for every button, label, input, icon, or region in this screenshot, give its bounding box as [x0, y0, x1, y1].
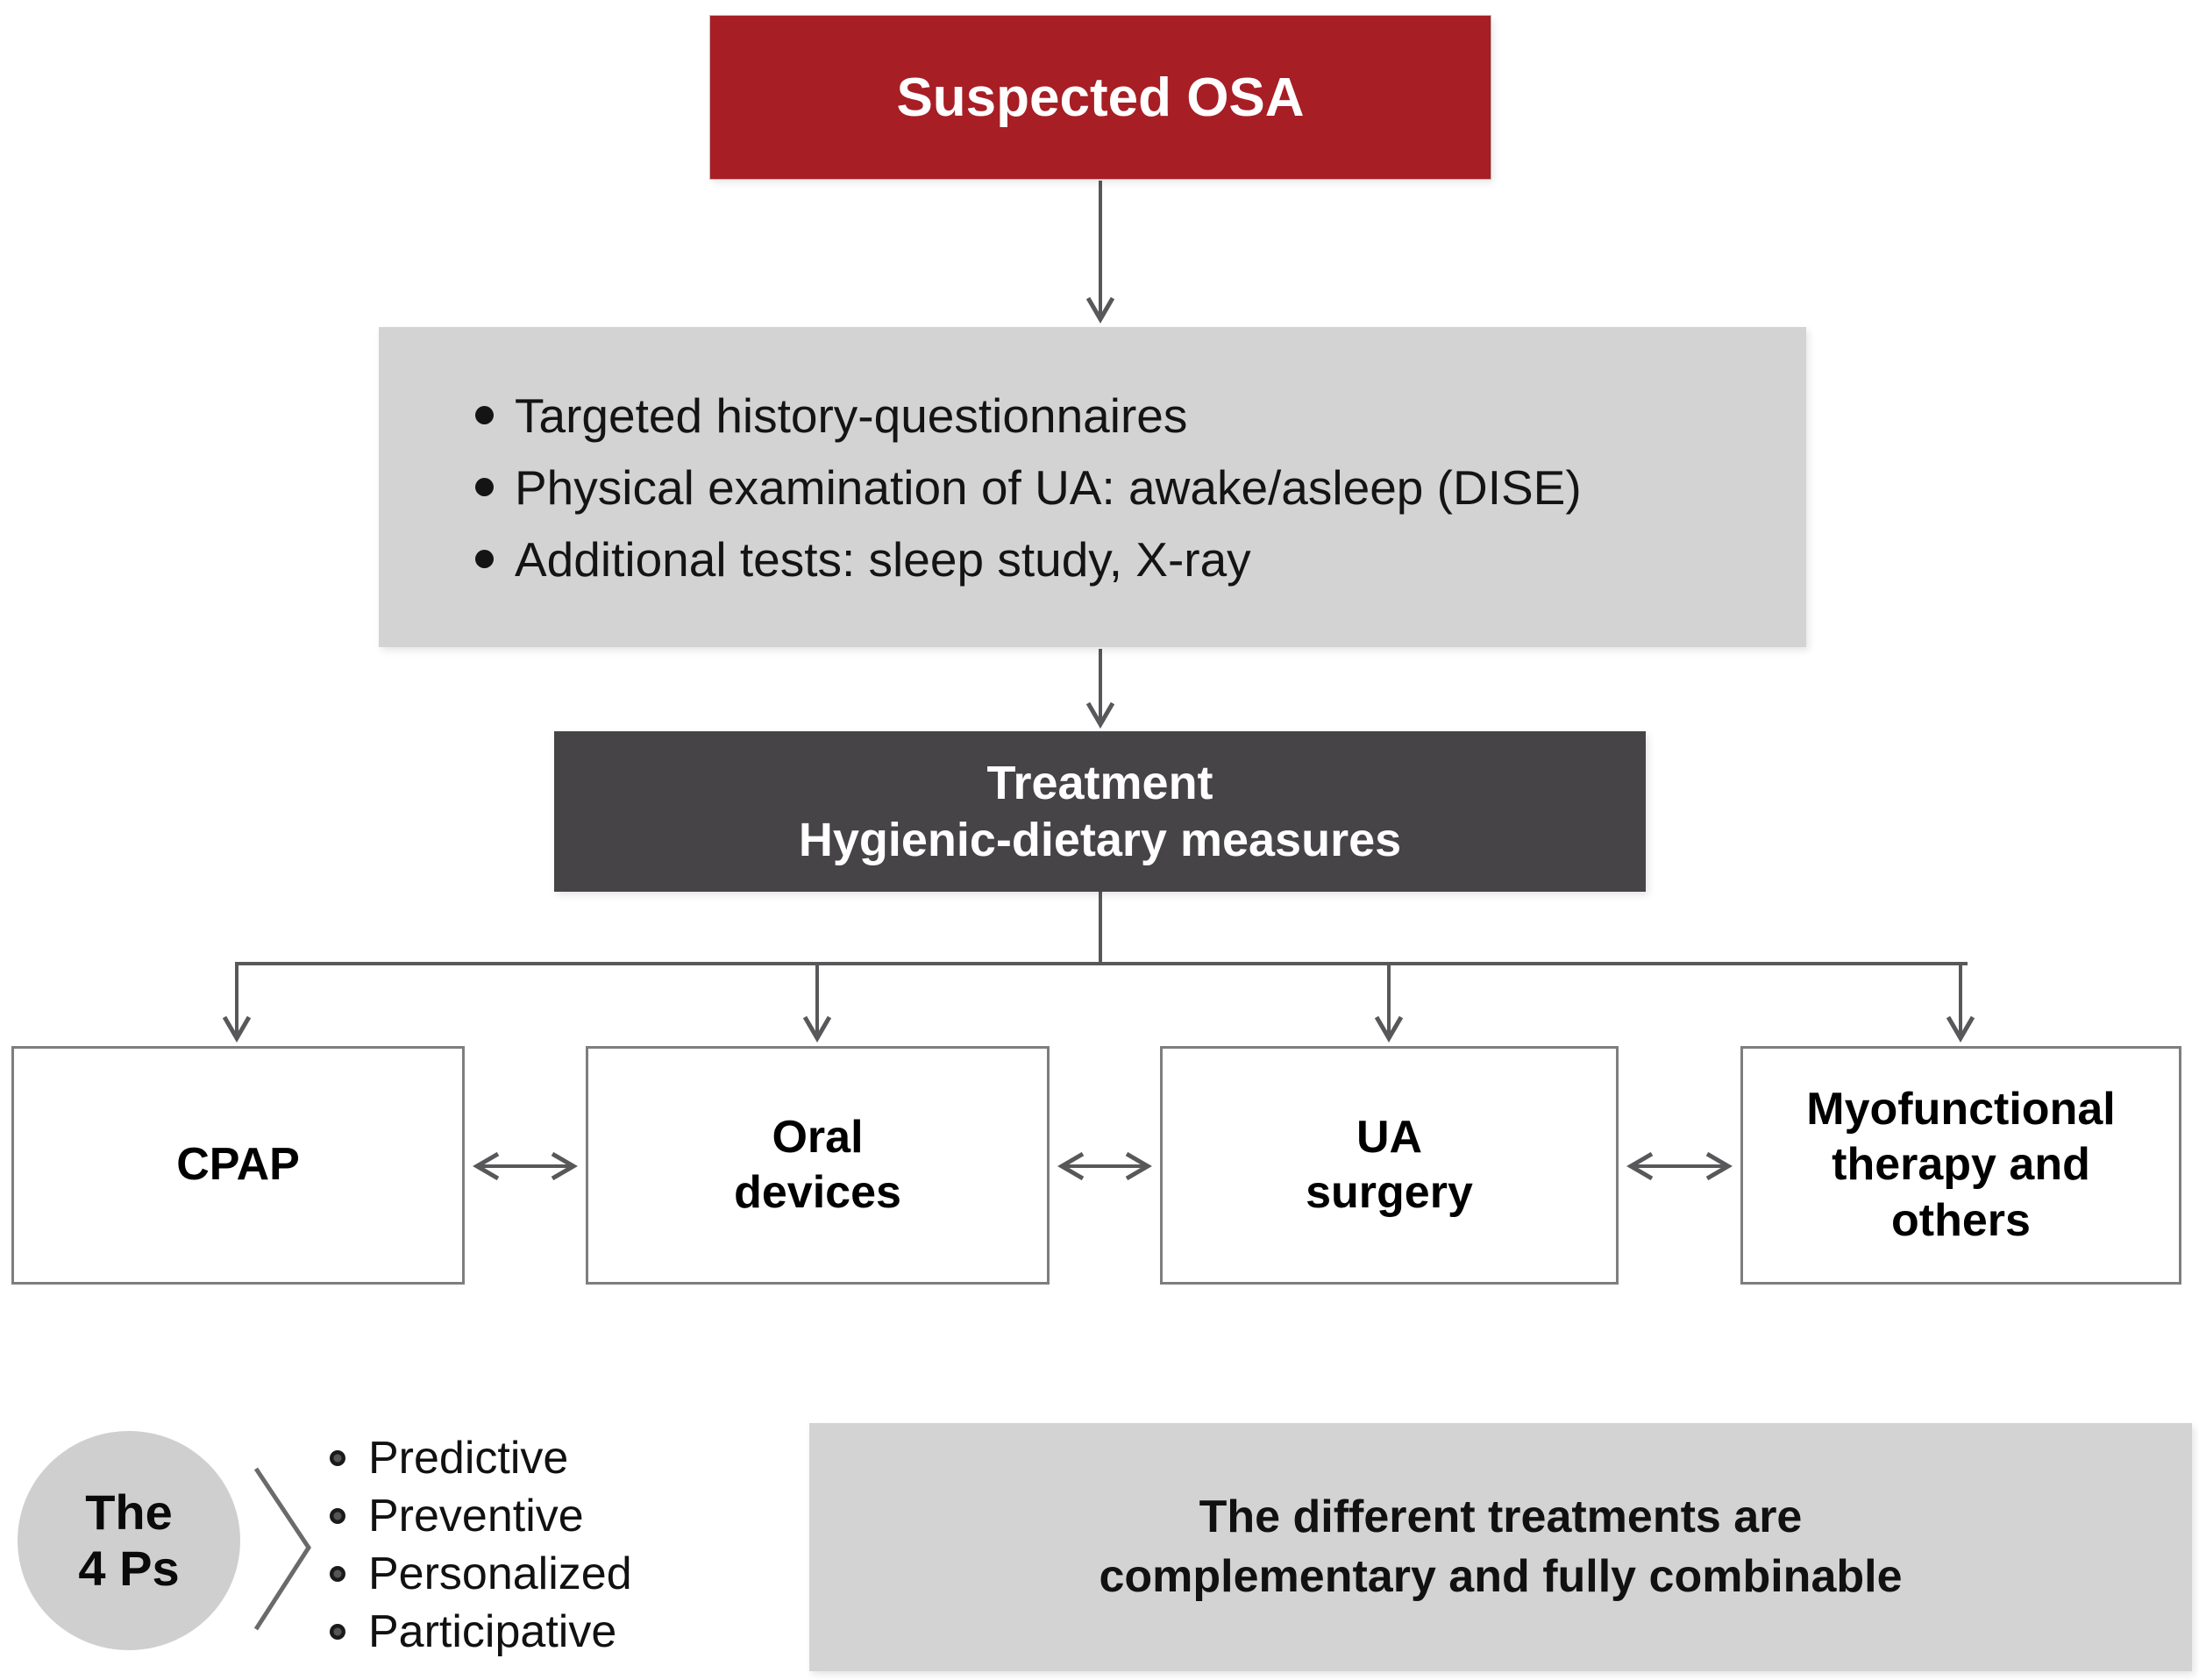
four-ps-item-label: Participative: [368, 1606, 617, 1657]
treatment-line: Treatment: [986, 756, 1213, 809]
four-ps-circle-line: 4 Ps: [78, 1541, 180, 1596]
option-label: surgery: [1306, 1167, 1473, 1218]
bullet-icon: [330, 1624, 345, 1640]
option-label: Oral: [772, 1111, 864, 1163]
four-ps-chevron: [253, 1467, 311, 1631]
suspected-osa-box: Suspected OSA: [710, 16, 1491, 179]
four-ps-item: Participative: [330, 1603, 786, 1661]
option-label: devices: [734, 1167, 901, 1218]
four-ps-item-label: Predictive: [368, 1433, 569, 1484]
assessment-item: Physical examination of UA: awake/asleep…: [475, 459, 1806, 516]
four-ps-item-label: Personalized: [368, 1548, 632, 1599]
option-box-ua-surgery: UA surgery: [1160, 1046, 1619, 1285]
option-label: UA: [1356, 1111, 1423, 1163]
assessment-item: Targeted history-questionnaires: [475, 387, 1806, 445]
note-line: complementary and fully combinable: [1099, 1550, 1903, 1602]
suspected-osa-label: Suspected OSA: [896, 67, 1305, 128]
option-box-myofunctional: Myofunctional therapy and others: [1740, 1046, 2181, 1285]
assessment-box: Targeted history-questionnaires Physical…: [379, 327, 1806, 647]
assessment-item-label: Targeted history-questionnaires: [515, 388, 1188, 443]
assessment-item: Additional tests: sleep study, X-ray: [475, 530, 1806, 588]
bullet-icon: [330, 1450, 345, 1466]
bullet-icon: [475, 478, 494, 496]
option-box-oral-devices: Oral devices: [586, 1046, 1050, 1285]
four-ps-item: Personalized: [330, 1545, 786, 1603]
option-box-cpap: CPAP: [11, 1046, 465, 1285]
note-line: The different treatments are: [1199, 1491, 1803, 1543]
bullet-icon: [475, 550, 494, 568]
four-ps-item: Predictive: [330, 1429, 786, 1487]
assessment-item-label: Physical examination of UA: awake/asleep…: [515, 459, 1582, 515]
four-ps-item: Preventive: [330, 1487, 786, 1545]
option-label: CPAP: [176, 1139, 300, 1191]
option-label: others: [1891, 1194, 2031, 1246]
bullet-icon: [330, 1508, 345, 1524]
four-ps-list: Predictive Preventive Personalized Parti…: [330, 1429, 786, 1661]
assessment-item-label: Additional tests: sleep study, X-ray: [515, 531, 1251, 587]
option-label: therapy and: [1832, 1139, 2090, 1191]
note-box: The different treatments are complementa…: [809, 1423, 2192, 1671]
option-label: Myofunctional: [1806, 1083, 2116, 1135]
four-ps-circle: The 4 Ps: [18, 1431, 240, 1650]
treatment-line: Hygienic-dietary measures: [798, 813, 1402, 866]
treatment-box: Treatment Hygienic-dietary measures: [554, 731, 1646, 892]
bullet-icon: [330, 1566, 345, 1582]
bullet-icon: [475, 406, 494, 424]
four-ps-item-label: Preventive: [368, 1491, 584, 1541]
four-ps-circle-line: The: [85, 1484, 173, 1540]
